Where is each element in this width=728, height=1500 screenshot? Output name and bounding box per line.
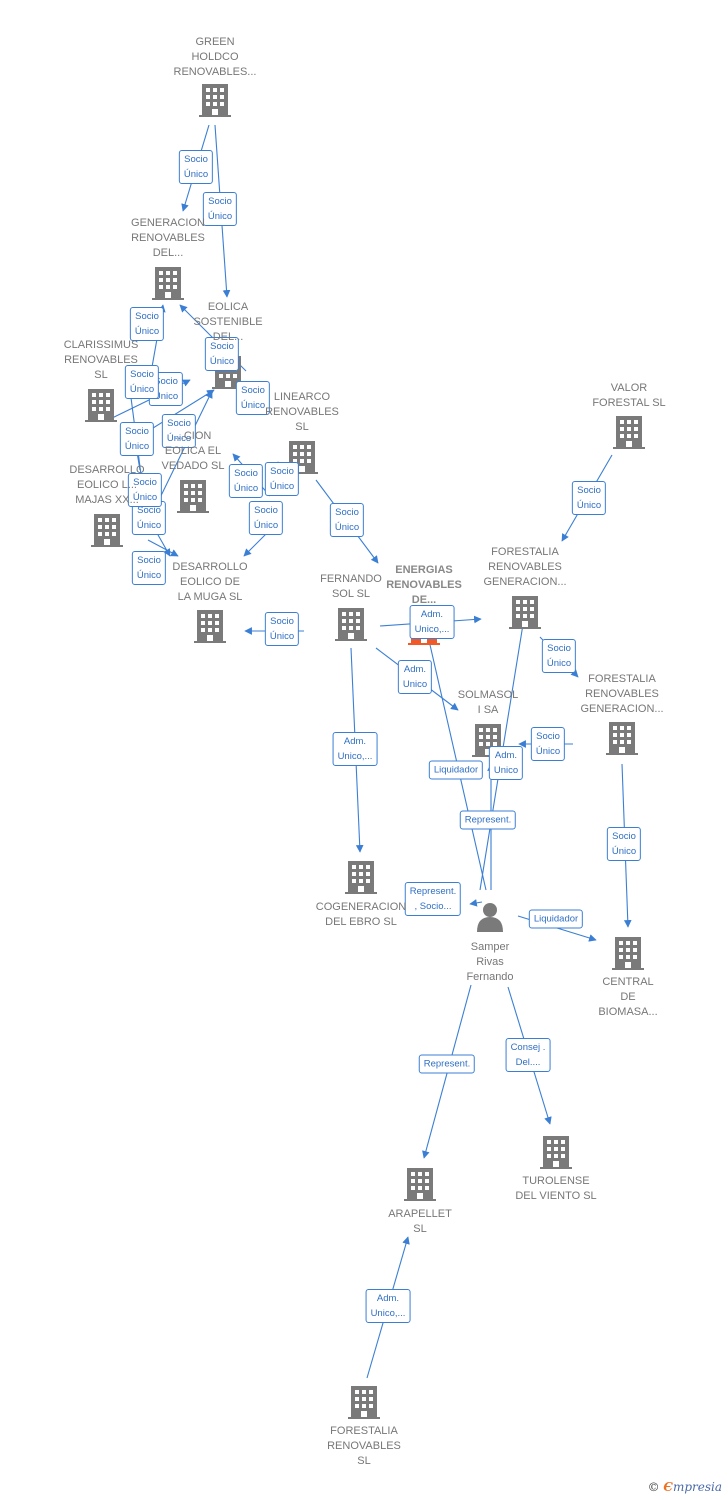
logo-initial: Є	[663, 1480, 673, 1494]
edge-label[interactable]: Socio Único	[264, 462, 300, 496]
building-icon[interactable]	[177, 480, 209, 513]
node-label-ventolica[interactable]: ...CION EOLICA EL VEDADO SL	[161, 430, 225, 472]
edge-label[interactable]: Liquidador	[428, 760, 484, 780]
building-icon[interactable]	[612, 937, 644, 970]
node-label-turolense[interactable]: TUROLENSE DEL VIENTO SL	[515, 1175, 597, 1202]
edge-label[interactable]: Socio Único	[131, 551, 167, 585]
building-icon[interactable]	[194, 610, 226, 643]
node-label-valor[interactable]: VALOR FORESTAL SL	[592, 382, 666, 409]
copyright-symbol: ©	[647, 1480, 660, 1494]
logo-text: mpresia	[672, 1480, 722, 1494]
edge-label[interactable]: Socio Único	[119, 422, 155, 456]
node-label-eolica[interactable]: EOLICA SOSTENIBLE DEL...	[193, 301, 263, 343]
edge-label[interactable]: Socio Único	[204, 337, 240, 371]
edge-label[interactable]: Adm. Unico	[397, 660, 433, 694]
edge-label[interactable]: Adm. Unico,...	[332, 732, 378, 766]
empresia-logo: © Єmpresia	[648, 1480, 722, 1494]
edge-label[interactable]: Socio Único	[264, 612, 300, 646]
node-label-solmasol[interactable]: SOLMASOL I SA	[457, 689, 519, 716]
node-label-generacion[interactable]: GENERACION RENOVABLES DEL...	[131, 217, 205, 259]
building-icon[interactable]	[85, 389, 117, 422]
edge-label[interactable]: Liquidador	[528, 909, 584, 929]
building-icon[interactable]	[91, 514, 123, 547]
node-label-desmajas[interactable]: DESARROLLO EOLICO L... MAJAS XX...	[69, 464, 145, 506]
node-label-forsl[interactable]: FORESTALIA RENOVABLES SL	[327, 1425, 401, 1467]
node-label-cogen[interactable]: COGENERACION DEL EBRO SL	[315, 901, 407, 928]
edge-label[interactable]: Socio Único	[530, 727, 566, 761]
edge-label[interactable]: Socio Único	[178, 150, 214, 184]
node-label-green[interactable]: GREEN HOLDCO RENOVABLES...	[173, 36, 257, 78]
edge-label[interactable]: Socio Único	[571, 481, 607, 515]
building-icon[interactable]	[152, 267, 184, 300]
node-label-linearco[interactable]: LINEARCO RENOVABLES SL	[265, 391, 339, 433]
building-icon[interactable]	[606, 722, 638, 755]
edge-e28	[469, 899, 483, 907]
node-label-desmuga[interactable]: DESARROLLO EOLICO DE LA MUGA SL	[172, 561, 248, 603]
edge-label[interactable]: Represent. , Socio...	[404, 882, 462, 916]
edge-label[interactable]: Socio Único	[248, 501, 284, 535]
edge-label[interactable]: Socio Único	[228, 464, 264, 498]
edge-label[interactable]: Socio Único	[161, 414, 197, 448]
edge-label[interactable]: Represent.	[418, 1054, 476, 1074]
node-label-fernando[interactable]: FERNANDO SOL SL	[320, 573, 382, 600]
edge-label[interactable]: Socio Único	[541, 639, 577, 673]
building-icon[interactable]	[613, 416, 645, 449]
node-label-forgen1[interactable]: FORESTALIA RENOVABLES GENERACION...	[483, 546, 567, 588]
edge-label[interactable]: Adm. Unico,...	[365, 1289, 411, 1323]
edge-label[interactable]: Socio Único	[235, 381, 271, 415]
building-icon[interactable]	[199, 84, 231, 117]
node-label-central[interactable]: CENTRAL DE BIOMASA...	[598, 976, 658, 1018]
node-label-samper[interactable]: Samper Rivas Fernando	[466, 941, 514, 983]
edge-label[interactable]: Socio Único	[124, 365, 160, 399]
building-icon[interactable]	[345, 861, 377, 894]
edge-label[interactable]: Socio Único	[127, 473, 163, 507]
edge-label[interactable]: Represent.	[459, 810, 517, 830]
node-label-forgen2[interactable]: FORESTALIA RENOVABLES GENERACION...	[580, 673, 664, 715]
edge-label[interactable]: Socio Único	[606, 827, 642, 861]
building-icon[interactable]	[404, 1168, 436, 1201]
node-label-clarissimus[interactable]: CLARISSIMUS RENOVABLES SL	[63, 339, 139, 381]
node-label-energias[interactable]: ENERGIAS RENOVABLES DE...	[386, 564, 462, 606]
edge-e8	[154, 390, 213, 509]
edge-label[interactable]: Socio Único	[129, 307, 165, 341]
building-icon[interactable]	[509, 596, 541, 629]
building-icon[interactable]	[540, 1136, 572, 1169]
edge-label[interactable]: Socio Único	[202, 192, 238, 226]
building-icon[interactable]	[335, 608, 367, 641]
edge-label[interactable]: Socio Único	[329, 503, 365, 537]
building-icon[interactable]	[348, 1386, 380, 1419]
edge-label[interactable]: Adm. Unico	[488, 746, 524, 780]
edge-e12	[243, 531, 269, 557]
node-label-arapellet[interactable]: ARAPELLET SL	[388, 1208, 452, 1235]
edge-label[interactable]: Adm. Unico,...	[409, 605, 455, 639]
edge-e15	[147, 539, 179, 557]
edge-label[interactable]: Consej . Del....	[505, 1038, 551, 1072]
person-icon[interactable]	[477, 903, 503, 932]
